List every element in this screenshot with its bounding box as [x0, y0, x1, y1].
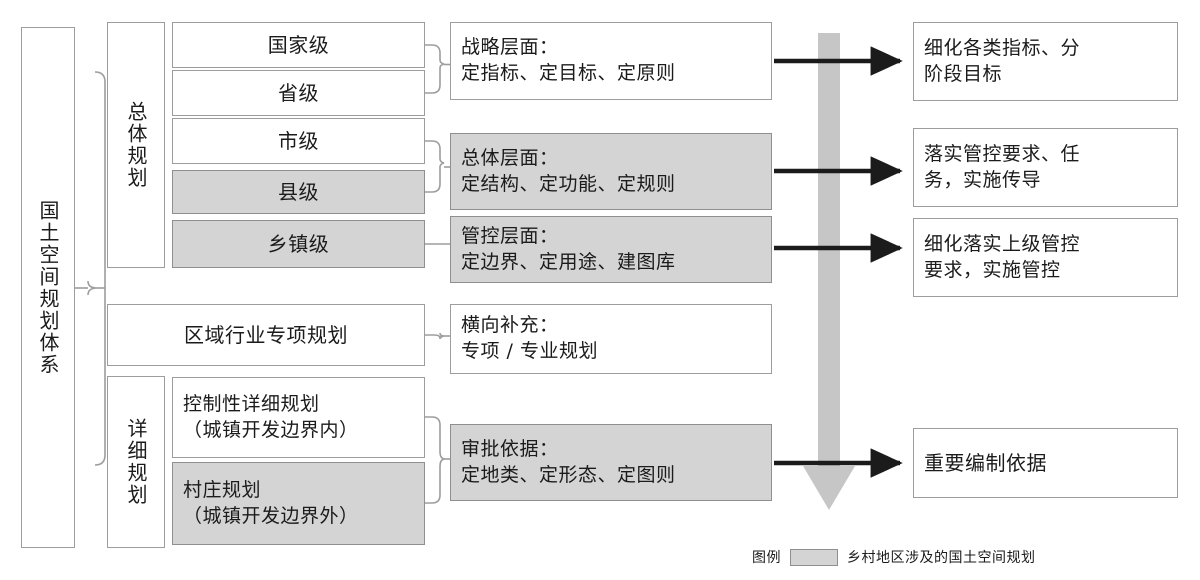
legend: 图例 乡村地区涉及的国土空间规划 — [752, 547, 1036, 567]
legend-description: 乡村地区涉及的国土空间规划 — [847, 550, 1036, 566]
outcome-line2-control: 要求，实施管控 — [924, 258, 1061, 281]
detail-plan-line1-regulatory: 控制性详细规划 — [183, 392, 320, 415]
layer-box-strategic-layer: 战略层面： 定指标、定目标、定原则 — [450, 22, 772, 100]
outcome-line2-overall: 务，实施传导 — [924, 168, 1042, 191]
level-box-county: 县级 — [172, 170, 425, 214]
levels-to-overall-brace — [425, 140, 450, 193]
layer-line2-horizontal: 专项 / 专业规划 — [461, 340, 598, 362]
special-to-horizontal-connector — [425, 332, 450, 340]
outcome-box-outcome-strategic: 细化各类指标、分 阶段目标 — [913, 22, 1178, 101]
detail-plan-box-village-plan: 村庄规划 （城镇开发边界外） — [172, 462, 425, 545]
layer-line2-approval: 定地类、定形态、定图则 — [461, 463, 676, 486]
outcome-line2-strategic: 阶段目标 — [924, 62, 1003, 85]
detail-plan-line2-village: （城镇开发边界外） — [183, 504, 359, 527]
layer-line1-strategic: 战略层面： — [461, 36, 559, 59]
layer-box-control-layer: 管控层面： 定边界、定用途、建图库 — [450, 216, 772, 283]
level-label-national: 国家级 — [267, 32, 330, 57]
legend-swatch-icon — [790, 548, 838, 566]
level-label-provincial: 省级 — [278, 80, 319, 105]
level-box-municipal: 市级 — [172, 118, 425, 164]
level-box-national: 国家级 — [172, 22, 425, 68]
layer-box-approval-layer: 审批依据： 定地类、定形态、定图则 — [450, 424, 772, 501]
detail-plan-box-regulatory-detailed-plan: 控制性详细规划 （城镇开发边界内） — [172, 377, 425, 458]
root-node-box: 国土空间规划体系 — [21, 27, 75, 548]
outcome-line1-approval: 重要编制依据 — [924, 450, 1047, 475]
outcome-line1-strategic: 细化各类指标、分 — [924, 36, 1081, 59]
legend-title: 图例 — [752, 550, 781, 566]
level-label-county: 县级 — [278, 179, 319, 204]
level-box-provincial: 省级 — [172, 70, 425, 116]
outcome-line1-control: 细化落实上级管控 — [924, 232, 1081, 255]
root-node-label: 国土空间规划体系 — [36, 199, 60, 376]
group-label-overall-planning: 总体规划 — [124, 101, 148, 189]
level-label-township: 乡镇级 — [267, 231, 330, 256]
layer-line1-overall: 总体层面： — [461, 146, 559, 169]
layer-line2-control: 定边界、定用途、建图库 — [461, 250, 676, 273]
layer-line1-control: 管控层面： — [461, 224, 559, 247]
layer-line1-approval: 审批依据： — [461, 437, 559, 460]
group-box-overall-planning: 总体规划 — [107, 22, 165, 268]
detail-plan-line1-village: 村庄规划 — [183, 478, 262, 501]
root-to-groups-brace — [75, 71, 106, 466]
group-label-detailed-planning: 详细规划 — [124, 418, 148, 506]
layer-box-overall-layer: 总体层面： 定结构、定功能、定规则 — [450, 133, 772, 210]
outcome-line1-overall: 落实管控要求、任 — [924, 142, 1081, 165]
details-to-approval-brace — [425, 416, 450, 504]
group-box-detailed-planning: 详细规划 — [107, 376, 165, 548]
layer-line2-strategic: 定指标、定目标、定原则 — [461, 62, 676, 84]
outcome-box-outcome-control: 细化落实上级管控 要求，实施管控 — [913, 218, 1178, 297]
outcome-box-outcome-overall: 落实管控要求、任 务，实施传导 — [913, 128, 1178, 207]
layer-line2-overall: 定结构、定功能、定规则 — [461, 172, 676, 195]
level-box-township: 乡镇级 — [172, 220, 425, 268]
flow-direction-arrow — [803, 33, 855, 510]
outcome-box-outcome-approval: 重要编制依据 — [913, 428, 1178, 498]
level-label-municipal: 市级 — [278, 128, 319, 153]
levels-to-strategic-brace — [425, 44, 450, 94]
detail-plan-line2-regulatory: （城镇开发边界内） — [183, 418, 359, 441]
special-plan-label: 区域行业专项规划 — [184, 322, 348, 347]
layer-box-horizontal-layer: 横向补充： 专项 / 专业规划 — [450, 304, 772, 374]
special-plan-box: 区域行业专项规划 — [107, 304, 425, 366]
layer-line1-horizontal: 横向补充： — [461, 314, 559, 337]
